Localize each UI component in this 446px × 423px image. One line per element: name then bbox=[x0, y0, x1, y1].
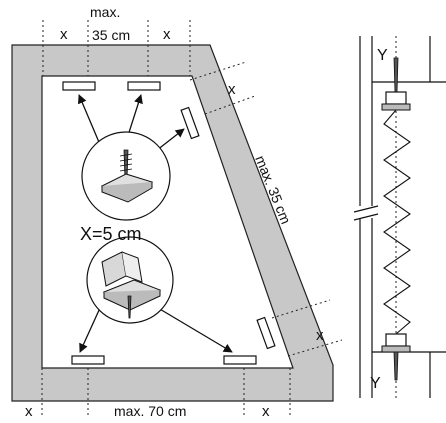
bottom-anchor bbox=[385, 333, 407, 347]
label-y-top: Y bbox=[377, 47, 388, 64]
screw-bottom-icon bbox=[393, 351, 399, 381]
label-x-right-bottom: x bbox=[316, 327, 324, 344]
screw-top-icon bbox=[393, 57, 399, 93]
label-x-bottom-right: x bbox=[262, 403, 270, 420]
label-top-35: 35 cm bbox=[92, 27, 130, 43]
clip-detail-top bbox=[81, 131, 171, 221]
label-x-bottom-left: x bbox=[25, 403, 33, 420]
label-x-right-top: x bbox=[228, 81, 236, 98]
arrow-to-clip-bottom-left bbox=[79, 307, 101, 353]
frame-diagram: max. 35 cm x x x x x x max. 35 cm X=5 cm… bbox=[11, 4, 343, 420]
clip-slant-bottom bbox=[256, 316, 276, 350]
spring-line bbox=[383, 109, 411, 335]
clip-top-left bbox=[62, 81, 96, 91]
label-center: X=5 cm bbox=[80, 224, 142, 244]
dimension-guides bbox=[41, 20, 343, 417]
cross-section: Y Y bbox=[353, 36, 446, 398]
clip-bottom-right bbox=[223, 355, 257, 365]
label-x-top-right: x bbox=[163, 26, 171, 43]
screw-icon bbox=[127, 295, 132, 319]
clip-detail-bottom bbox=[86, 236, 174, 324]
label-x-top-left: x bbox=[60, 26, 68, 43]
label-bottom: max. 70 cm bbox=[114, 403, 186, 419]
top-anchor bbox=[385, 91, 407, 105]
clip-slant-top bbox=[180, 106, 200, 140]
label-y-bottom: Y bbox=[370, 375, 381, 392]
label-top-max: max. bbox=[90, 4, 120, 20]
clip-bottom-left bbox=[71, 355, 105, 365]
arrow-to-clip-bottom-right bbox=[147, 301, 233, 353]
clip-top-right bbox=[127, 81, 161, 91]
